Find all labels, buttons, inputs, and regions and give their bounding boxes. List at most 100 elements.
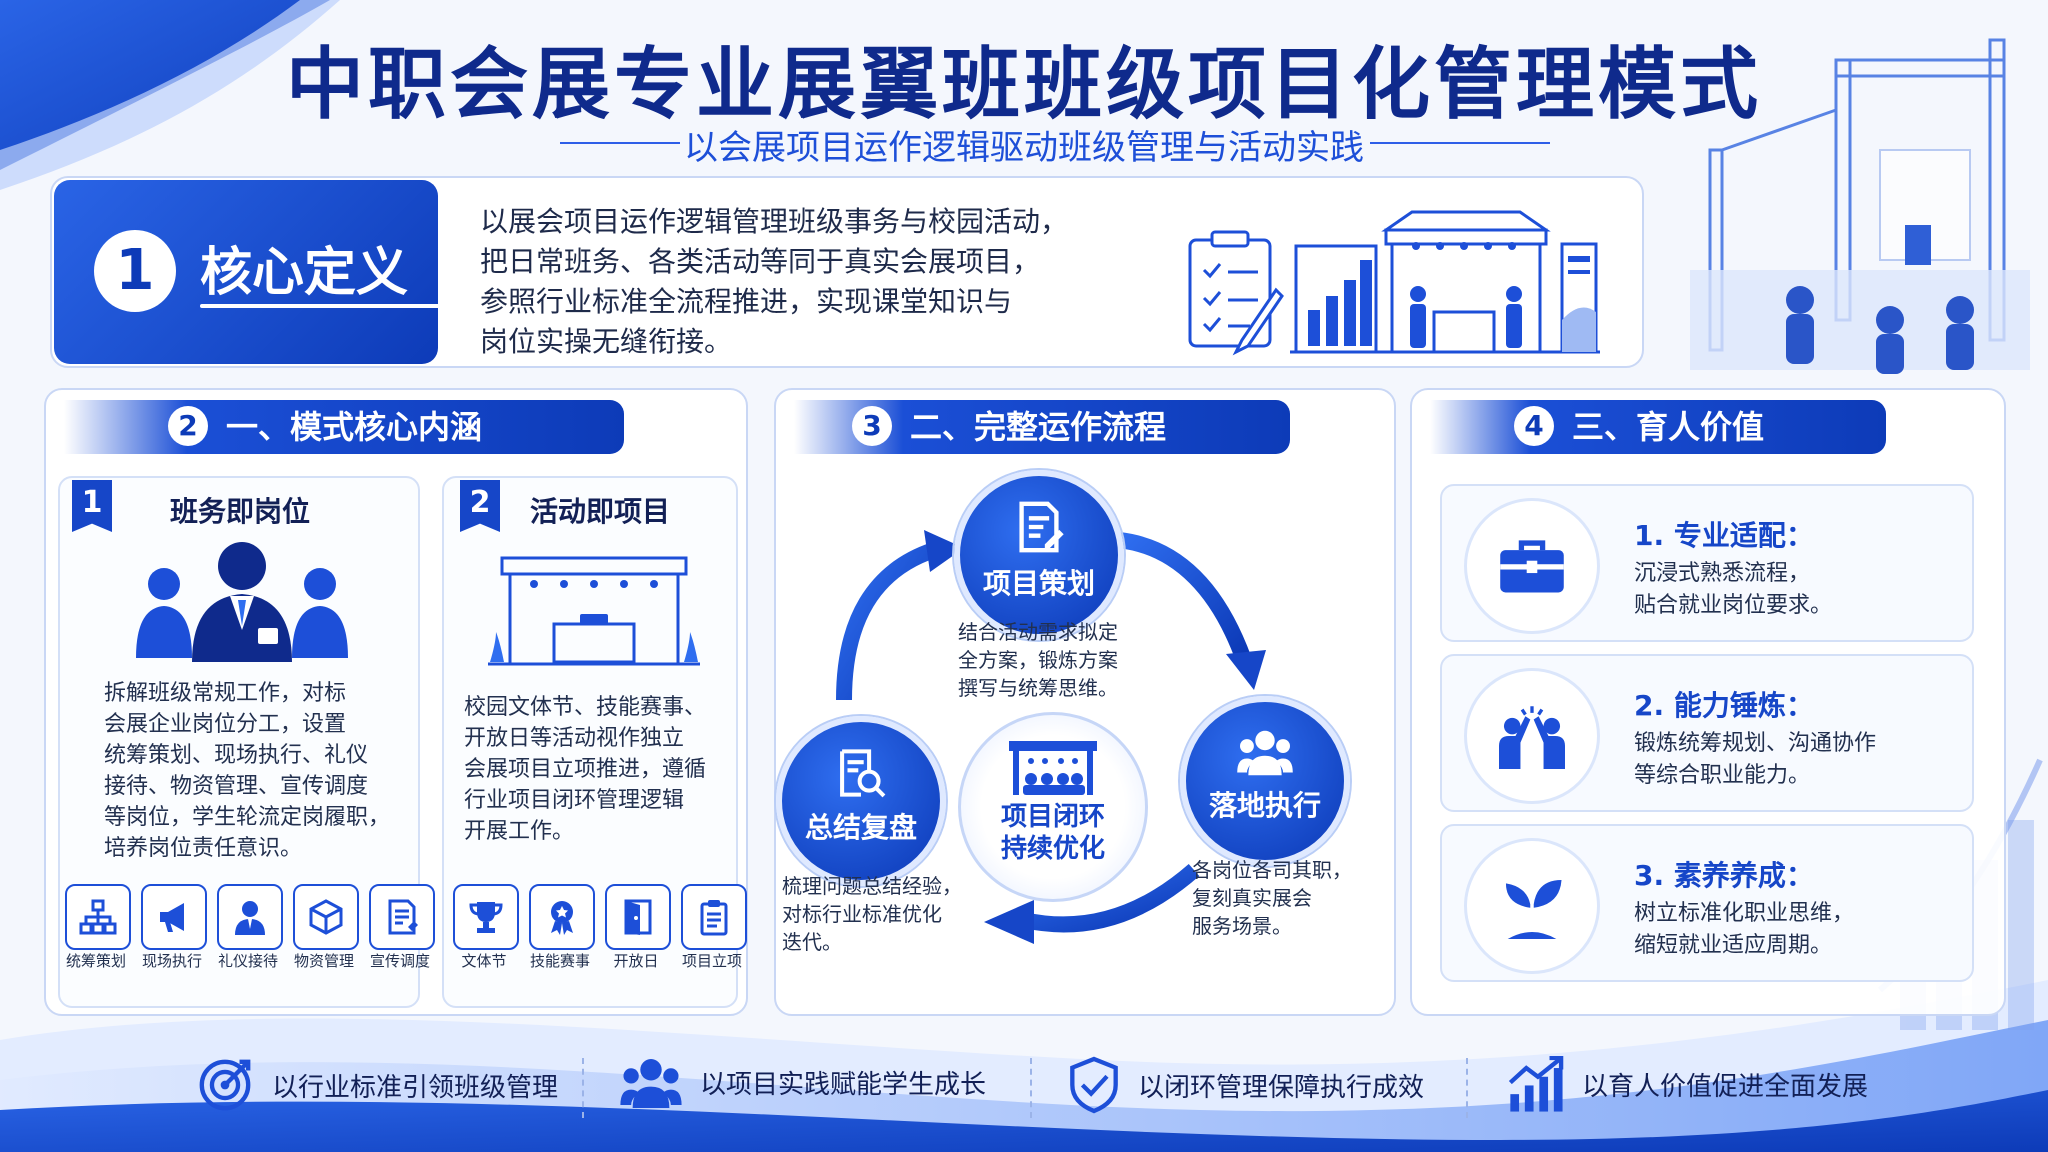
- role-card-title: 班务即岗位: [170, 495, 311, 528]
- definition-badge: 1 核心定义: [54, 180, 450, 364]
- project-icon-item: 项目立项: [676, 884, 752, 971]
- project-card-line: 校园文体节、技能赛事、: [464, 695, 707, 720]
- role-icon-item: 现场执行: [136, 884, 212, 971]
- flow-step-review[interactable]: 总结复盘: [776, 716, 946, 886]
- bottom-item: 以行业标准引领班级管理: [196, 1056, 558, 1114]
- project-card-line: 开放日等活动视作独立: [464, 726, 685, 751]
- flow-section-number: 3: [852, 406, 892, 446]
- flow-desc-line: 对标行业标准优化: [782, 902, 942, 926]
- project-icon-row: 文体节 技能赛事 开放日 项目立项: [448, 884, 747, 971]
- flow-desc-line: 梳理问题总结经验，: [782, 874, 962, 898]
- value-item-title: 3. 素养养成：: [1634, 859, 1814, 892]
- value-item: 2. 能力锤炼： 锻炼统筹规划、沟通协作 等综合职业能力。: [1440, 654, 1974, 812]
- flow-step-execute-label: 落地执行: [1208, 789, 1321, 822]
- definition-heading: 核心定义: [200, 243, 409, 303]
- subtitle-divider-right: [1370, 142, 1550, 144]
- flow-desc-line: 迭代。: [782, 930, 842, 954]
- flow-desc-line: 各岗位各司其职，: [1192, 858, 1352, 882]
- role-card-line: 接待、物资管理、宣传调度: [104, 774, 369, 799]
- flow-center-loop: 项目闭环 持续优化: [958, 712, 1148, 902]
- role-icon-item: 礼仪接待: [212, 884, 288, 971]
- role-icon-label: 物资管理: [293, 952, 354, 970]
- value-item: 1. 专业适配： 沉浸式熟悉流程， 贴合就业岗位要求。: [1440, 484, 1974, 642]
- core-section-number: 2: [168, 406, 208, 446]
- target-icon: [196, 1056, 254, 1114]
- definition-line: 以展会项目运作逻辑管理班级事务与校园活动，: [480, 205, 1069, 238]
- flow-center-line: 持续优化: [1000, 834, 1105, 864]
- megaphone-icon: [141, 884, 207, 950]
- value-item: 3. 素养养成： 树立标准化职业思维， 缩短就业适应周期。: [1440, 824, 1974, 982]
- project-icon-label: 技能赛事: [529, 952, 590, 970]
- page-subtitle: 以会展项目运作逻辑驱动班级管理与活动实践: [684, 128, 1364, 168]
- trophy-icon: [453, 884, 519, 950]
- bottom-item: 以育人价值促进全面发展: [1506, 1056, 1868, 1112]
- role-icon-item: 物资管理: [288, 884, 364, 971]
- definition-underline: [200, 304, 450, 308]
- bottom-item: 以闭环管理保障执行成效: [1068, 1056, 1424, 1114]
- project-card-line: 行业项目闭环管理逻辑: [464, 788, 685, 813]
- door-icon: [605, 884, 671, 950]
- value-item-text: 沉浸式熟悉流程， 贴合就业岗位要求。: [1634, 558, 1832, 622]
- team-people-illustration: [136, 542, 348, 662]
- role-card-line: 等岗位，学生轮流定岗履职，: [104, 805, 391, 830]
- bottom-item-text: 以育人价值促进全面发展: [1582, 1071, 1869, 1102]
- flow-desc-line: 服务场景。: [1192, 914, 1292, 938]
- definition-line: 把日常班务、各类活动等同于真实会展项目，: [480, 245, 1041, 278]
- box-icon: [293, 884, 359, 950]
- shield-check-icon: [1068, 1056, 1120, 1114]
- people-icon: [620, 1056, 682, 1108]
- value-item-line: 树立标准化职业思维，: [1634, 901, 1855, 926]
- role-card-line: 培养岗位责任意识。: [104, 836, 303, 861]
- flow-desc-line: 复刻真实展会: [1192, 886, 1312, 910]
- flow-cycle-arrows: [836, 530, 1266, 944]
- subtitle-divider-left: [560, 142, 680, 144]
- medal-icon: [529, 884, 595, 950]
- role-icon-label: 宣传调度: [369, 952, 430, 970]
- bottom-divider: [1030, 1058, 1032, 1118]
- flow-step-plan-desc: 结合活动需求拟定 全方案，锻炼方案 撰写与统筹思维。: [958, 618, 1178, 702]
- document-icon: [369, 884, 435, 950]
- role-icon-label: 礼仪接待: [217, 952, 278, 970]
- planning-document-icon: [1019, 501, 1064, 553]
- role-card-line: 统筹策划、现场执行、礼仪: [104, 743, 369, 768]
- core-section-header: 2 一、模式核心内涵: [64, 400, 624, 454]
- clipboard-icon: [681, 884, 747, 950]
- bottom-item-text: 以行业标准引领班级管理: [272, 1072, 559, 1103]
- growth-chart-icon: [1506, 1056, 1564, 1112]
- role-icon-item: 宣传调度: [364, 884, 440, 971]
- high-five-icon: [1464, 668, 1600, 804]
- bottom-divider: [582, 1058, 584, 1118]
- role-card-text: 拆解班级常规工作，对标 会展企业岗位分工，设置 统筹策划、现场执行、礼仪 接待、…: [104, 678, 414, 864]
- value-section-number: 4: [1514, 406, 1554, 446]
- bottom-divider: [1466, 1058, 1468, 1118]
- value-item-title: 2. 能力锤炼：: [1634, 689, 1814, 722]
- bottom-item-text: 以闭环管理保障执行成效: [1138, 1072, 1425, 1103]
- role-card-flag: 1: [72, 480, 112, 532]
- definition-line: 参照行业标准全流程推进，实现课堂知识与: [480, 285, 1013, 318]
- briefcase-icon: [1464, 498, 1600, 634]
- flow-desc-line: 撰写与统筹思维。: [958, 676, 1118, 700]
- flow-step-review-desc: 梳理问题总结经验， 对标行业标准优化 迭代。: [782, 872, 1002, 956]
- project-icon-item: 技能赛事: [524, 884, 600, 971]
- flow-step-execute-desc: 各岗位各司其职， 复刻真实展会 服务场景。: [1192, 856, 1392, 940]
- value-item-title: 1. 专业适配：: [1634, 519, 1814, 552]
- core-section-heading: 一、模式核心内涵: [226, 408, 483, 446]
- definition-line: 岗位实操无缝衔接。: [480, 325, 733, 358]
- flow-step-plan[interactable]: 项目策划: [954, 470, 1124, 640]
- flow-center-line: 项目闭环: [1000, 802, 1105, 832]
- value-item-line: 贴合就业岗位要求。: [1634, 593, 1833, 618]
- value-item-text: 树立标准化职业思维， 缩短就业适应周期。: [1634, 898, 1854, 962]
- flow-step-execute[interactable]: 落地执行: [1180, 696, 1350, 866]
- flow-section-heading: 二、完整运作流程: [910, 408, 1167, 446]
- org-chart-icon: [65, 884, 131, 950]
- value-item-line: 沉浸式熟悉流程，: [1634, 561, 1811, 586]
- page-title: 中职会展专业展翼班班级项目化管理模式: [285, 40, 1762, 130]
- project-icon-label: 文体节: [461, 952, 507, 970]
- project-card-text: 校园文体节、技能赛事、 开放日等活动视作独立 会展项目立项推进，遵循 行业项目闭…: [464, 692, 734, 847]
- project-card-title: 活动即项目: [530, 495, 671, 528]
- exhibition-booth-illustration: [1188, 210, 1600, 356]
- value-item-line: 锻炼统筹规划、沟通协作: [1634, 731, 1877, 756]
- team-icon: [1237, 730, 1293, 776]
- project-card-flag: 2: [460, 480, 500, 532]
